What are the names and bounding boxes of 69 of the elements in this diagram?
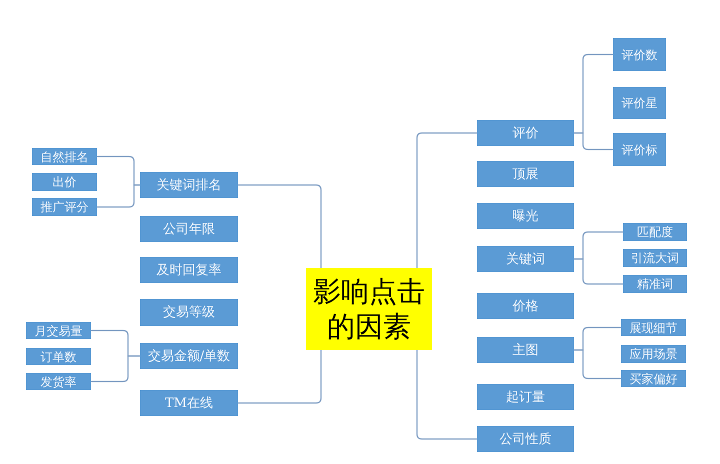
subtopic-box: [32, 198, 97, 216]
topic-text: 展现细节: [630, 322, 678, 334]
bracket-connector: [574, 349, 621, 380]
topic-box: [140, 172, 238, 198]
topic-text: 公司性质: [500, 432, 552, 446]
bracket-connector: [574, 258, 623, 285]
central-topic-box: [306, 268, 432, 350]
topic-box: [477, 384, 574, 410]
topic-text: 引流大词: [631, 252, 679, 264]
subtopic-box: [613, 133, 666, 166]
topic-box: [477, 293, 574, 319]
topic-box: [477, 246, 574, 272]
subtopic-box: [623, 275, 687, 293]
topic-text: 精准词: [637, 278, 673, 290]
bracket-connector: [574, 132, 613, 150]
topic-box: [477, 161, 574, 187]
topic-text: 公司年限: [163, 222, 215, 236]
topic-text: 顶展: [512, 168, 538, 180]
topic-text: 评价数: [622, 48, 658, 60]
topic-box: [477, 337, 574, 363]
topic-box: [477, 120, 574, 146]
topic-text: 及时回复率: [156, 264, 222, 276]
topic-box: [140, 343, 238, 369]
topic-text: 评价: [512, 126, 538, 140]
topic-text: 起订量: [506, 390, 545, 404]
topic-text: 评价星: [622, 97, 658, 109]
subtopic-box: [621, 319, 686, 336]
topic-text: 买家偏好: [630, 372, 678, 384]
topic-box: [477, 203, 574, 229]
topic-text: 发货率: [40, 376, 76, 388]
topic-text: 订单数: [40, 350, 76, 362]
topic-text: 应用场景: [630, 348, 678, 360]
bracket-connector: [238, 350, 322, 404]
topic-text: 交易等级: [163, 306, 215, 319]
topic-box: [477, 426, 574, 452]
topic-text: 匹配度: [637, 226, 673, 238]
topic-text: 曝光: [512, 210, 538, 222]
subtopic-box: [26, 373, 91, 390]
topic-text: 推广评分: [40, 201, 88, 213]
topic-text: 自然排名: [40, 150, 88, 162]
topic-box: [140, 216, 238, 242]
topic-text: 出价: [52, 176, 76, 188]
topic-text: 主图: [512, 344, 538, 356]
subtopic-box: [32, 148, 97, 165]
topic-text: 关键词: [506, 252, 545, 266]
subtopic-box: [621, 370, 686, 387]
subtopic-box: [32, 173, 97, 191]
topic-text: 关键词排名: [156, 178, 222, 192]
topic-text: 评价标: [622, 144, 658, 156]
bracket-connector: [238, 184, 322, 268]
central-topic-text: 影响点击的因素: [313, 274, 425, 344]
subtopic-box: [26, 322, 91, 339]
subtopic-box: [623, 223, 687, 241]
subtopic-box: [623, 249, 687, 267]
topic-box: [140, 257, 238, 283]
subtopic-box: [613, 87, 666, 119]
topic-text: 交易金额/单数: [148, 350, 230, 362]
subtopic-box: [26, 348, 91, 365]
bracket-connector: [91, 355, 140, 382]
bracket-connector: [416, 350, 477, 440]
topic-text: TM在线: [165, 396, 213, 410]
bracket-connector: [416, 132, 477, 268]
topic-text: 价格: [512, 300, 538, 312]
topic-box: [140, 390, 238, 416]
topic-text: 月交易量: [34, 324, 82, 336]
subtopic-box: [621, 345, 686, 363]
bracket-connector: [97, 184, 140, 208]
subtopic-box: [613, 38, 666, 71]
topic-box: [140, 299, 238, 326]
